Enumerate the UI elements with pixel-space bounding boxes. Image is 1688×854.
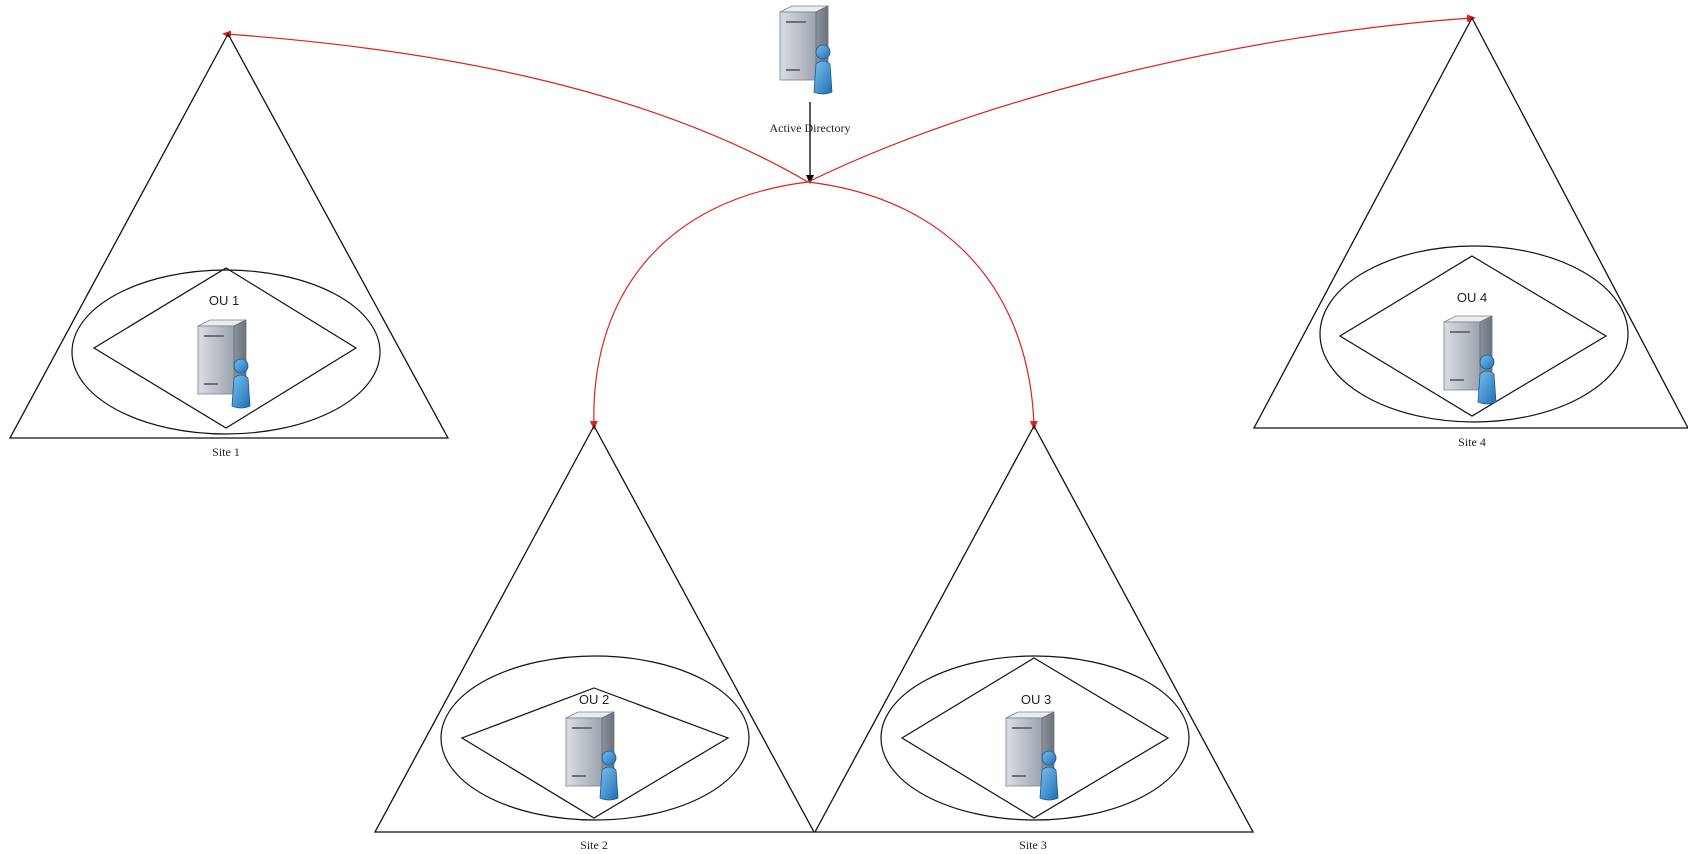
link-to-site-3	[807, 181, 1038, 430]
site-1[interactable]: OU 1 Site 1	[8, 32, 450, 459]
site-4-triangle	[1252, 16, 1688, 429]
link-to-site-1	[222, 30, 809, 183]
ou-1-ellipse	[71, 269, 381, 435]
link-to-site-2	[589, 181, 809, 430]
ou-3-label: OU 3	[1021, 692, 1051, 707]
site-3-triangle	[813, 424, 1255, 833]
site-2[interactable]: OU 2 Site 2	[373, 424, 816, 852]
site-2-triangle	[373, 424, 816, 833]
ou-4-label: OU 4	[1457, 290, 1487, 305]
directory-server-icon	[779, 5, 833, 95]
ou-4-server-icon	[1443, 315, 1497, 405]
ou-2-label: OU 2	[579, 692, 609, 707]
site-3[interactable]: OU 3 Site 3	[813, 424, 1255, 852]
site-2-label: Site 2	[580, 838, 608, 852]
link-to-site-4	[807, 14, 1476, 183]
ou-1-server-icon	[197, 319, 251, 409]
ou-3-diamond	[900, 657, 1170, 819]
replication-links	[222, 14, 1476, 430]
site-3-label: Site 3	[1019, 838, 1047, 852]
ou-4-diamond	[1338, 255, 1608, 417]
ou-1-diamond	[92, 267, 358, 429]
ou-2-diamond	[460, 687, 730, 819]
ou-4-ellipse	[1319, 245, 1629, 423]
site-4-label: Site 4	[1458, 435, 1486, 449]
site-1-label: Site 1	[212, 445, 240, 459]
ou-3-server-icon	[1005, 711, 1059, 801]
site-4[interactable]: OU 4 Site 4	[1252, 16, 1688, 449]
ou-1-label: OU 1	[209, 293, 239, 308]
ou-2-server-icon	[565, 711, 619, 801]
ou-2-ellipse	[440, 655, 750, 821]
ou-3-ellipse	[880, 655, 1190, 821]
site-1-triangle	[8, 32, 450, 439]
